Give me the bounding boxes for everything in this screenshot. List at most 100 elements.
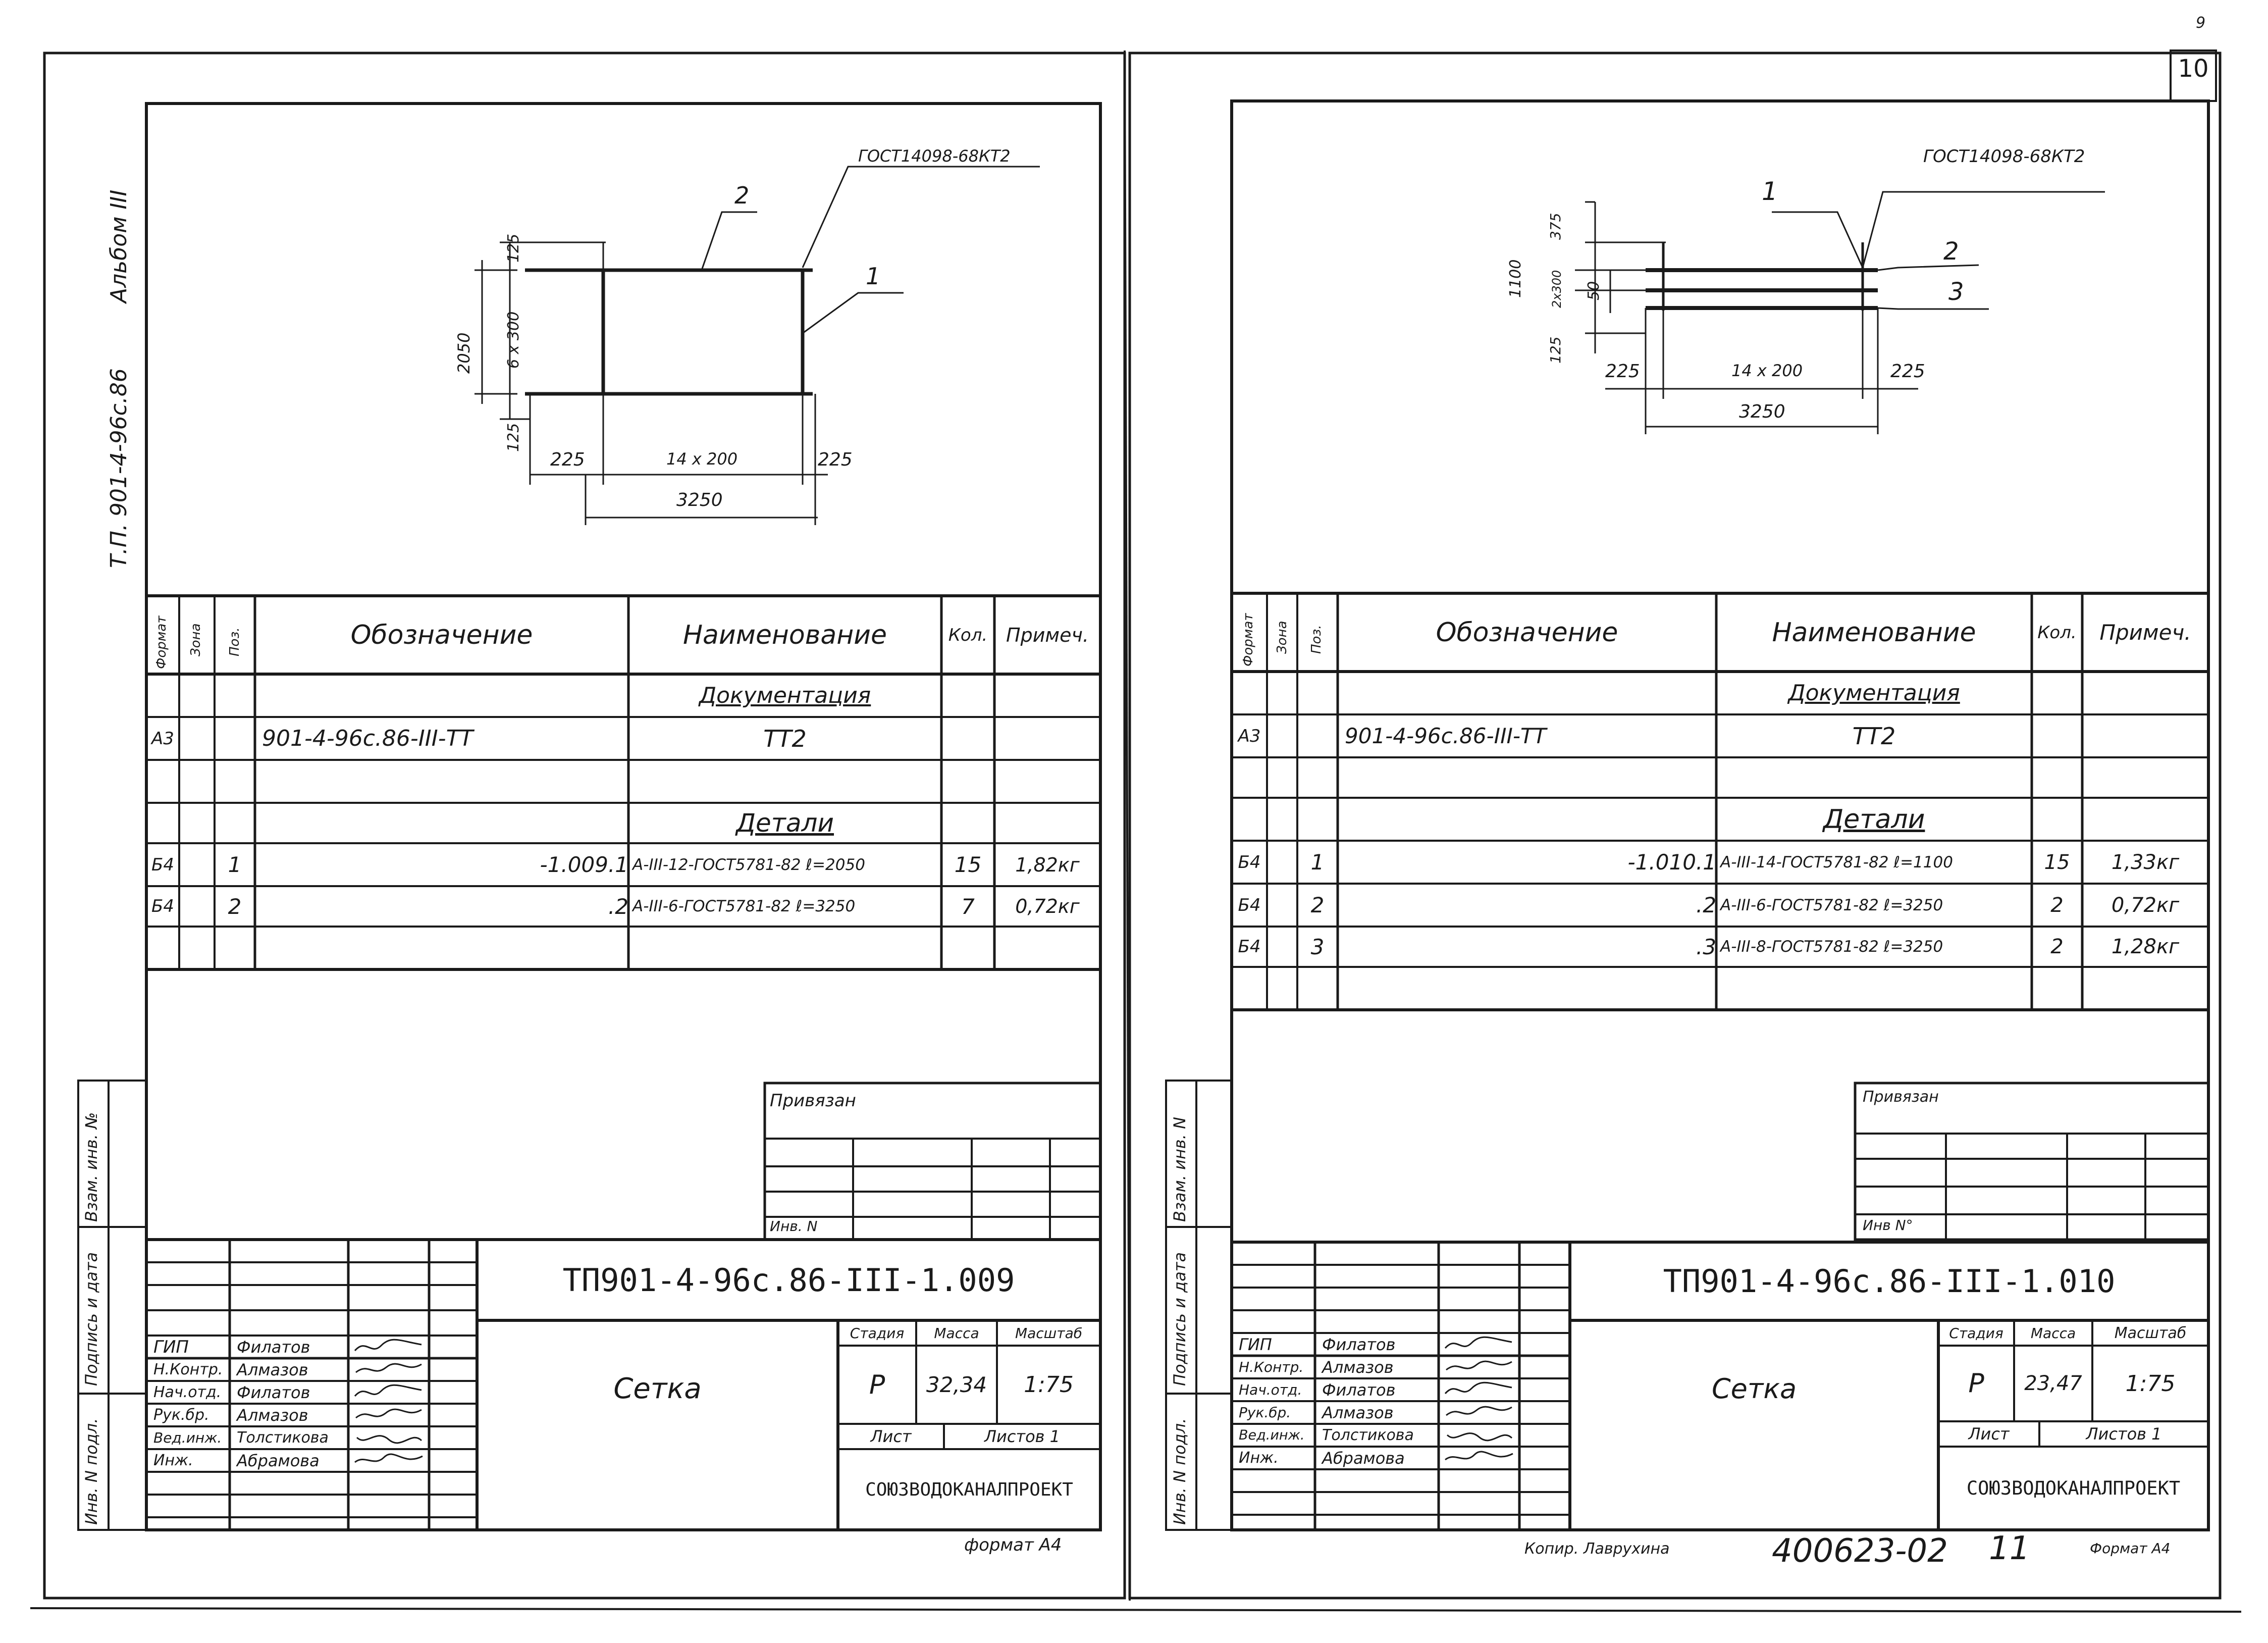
inventory-number: 400623-02 xyxy=(1772,1532,1948,1570)
left-dim-width-right: 225 xyxy=(818,449,853,470)
right-dim-width-right: 225 xyxy=(1890,361,1925,382)
right-side-label-3-text: Инв. N подл. xyxy=(1170,1418,1189,1525)
right-side-label-1: Взам. инв. N xyxy=(1170,1117,1189,1222)
right-pos-label-1: 1 xyxy=(1762,177,1778,206)
left-sheet-label: Лист xyxy=(870,1427,912,1446)
right-dim-height-total: 1100 xyxy=(1507,260,1524,298)
right-spec-row4-note: 1,33кг xyxy=(2111,850,2180,874)
left-dim-height-bottom-text: 125 xyxy=(505,423,522,452)
right-spec-row4-pos: 1 xyxy=(1310,850,1325,875)
right-header-format: Формат xyxy=(1241,613,1256,667)
right-spec-row6-pos: 3 xyxy=(1310,934,1325,959)
right-spec-section-docs: Документация xyxy=(1788,680,1960,706)
right-spec-row1-format: А3 xyxy=(1238,726,1261,746)
right-gost-callout: ГОСТ14098-68КТ2 xyxy=(1923,146,2085,167)
left-person-name-2: Алмазов xyxy=(237,1360,308,1379)
right-spec-row1-name: ТТ2 xyxy=(1852,722,1896,750)
right-signature-4 xyxy=(1446,1406,1512,1416)
right-person-name-4: Алмазов xyxy=(1322,1403,1394,1422)
left-title-block-grid xyxy=(146,1238,1100,1530)
right-spec-grid xyxy=(1232,592,2208,1011)
left-dim-height-bottom: 125 xyxy=(505,423,522,452)
right-title-code: ТП901-4-96с.86-III-1.010 xyxy=(1663,1263,2116,1300)
left-pos-label-2: 2 xyxy=(734,182,750,209)
left-person-name-4: Алмазов xyxy=(237,1405,308,1425)
corner-note: 9 xyxy=(2196,14,2206,32)
right-spec-row6-note: 1,28кг xyxy=(2111,935,2180,958)
left-spec-row4-designation: -1.009.1 xyxy=(540,852,628,877)
right-side-label-3: Инв. N подл. xyxy=(1170,1418,1189,1525)
left-person-role-4: Рук.бр. xyxy=(153,1406,209,1424)
right-signature-5 xyxy=(1446,1432,1513,1442)
right-signature-2 xyxy=(1446,1360,1512,1371)
album-label-text: Альбом III xyxy=(106,189,132,303)
right-dim-height-inner: 50 xyxy=(1585,281,1603,300)
left-sheets-label: Листов 1 xyxy=(984,1427,1061,1446)
left-side-label-2-text: Подпись и дата xyxy=(82,1252,101,1386)
left-spec-row5-note: 0,72кг xyxy=(1015,895,1080,917)
left-spec-row4-qty: 15 xyxy=(954,852,982,877)
right-dim-height-inner-text: 50 xyxy=(1585,281,1603,300)
right-dim-height-bottom: 125 xyxy=(1547,337,1564,364)
right-inv-no-label: Инв N° xyxy=(1863,1217,1913,1234)
left-pos-label-1: 1 xyxy=(866,263,881,290)
right-person-role-3: Нач.отд. xyxy=(1239,1381,1302,1398)
left-person-role-2: Н.Контр. xyxy=(153,1361,223,1378)
right-header-designation: Обозначение xyxy=(1436,617,1618,648)
left-header-qty: Кол. xyxy=(948,625,988,645)
left-org-name: СОЮЗВОДОКАНАЛПРОЕКТ xyxy=(865,1479,1073,1500)
right-dim-width-mid: 14 x 200 xyxy=(1731,361,1803,380)
left-privyazan-label: Привязан xyxy=(770,1091,856,1111)
right-mass-header: Масса xyxy=(2030,1324,2076,1342)
right-signature-3 xyxy=(1444,1381,1512,1395)
left-header-pos: Поз. xyxy=(227,627,242,656)
album-code: Т.П. 901-4-96с.86 xyxy=(106,368,132,568)
left-spec-row4-pos: 1 xyxy=(228,852,242,877)
left-spec-row1-format: А3 xyxy=(151,728,174,749)
left-stage-header: Стадия xyxy=(850,1324,905,1342)
right-sheets-label: Листов 1 xyxy=(2086,1424,2162,1444)
left-side-label-3: Инв. N подл. xyxy=(82,1418,101,1525)
left-header-format-text: Формат xyxy=(154,615,169,670)
right-spec-row1-designation: 901-4-96с.86-III-ТТ xyxy=(1345,724,1547,748)
right-header-name: Наименование xyxy=(1772,617,1976,648)
left-scale-header: Масштаб xyxy=(1015,1324,1083,1342)
right-spec-row6-name: А-III-8-ГОСТ5781-82 ℓ=3250 xyxy=(1720,938,1943,956)
left-spec-row4-note: 1,82кг xyxy=(1015,853,1080,876)
right-scale-header: Масштаб xyxy=(2114,1324,2187,1342)
left-header-zone: Зона xyxy=(188,623,203,656)
left-signature-4 xyxy=(355,1408,422,1419)
left-person-name-6: Абрамова xyxy=(237,1451,320,1470)
right-header-format-text: Формат xyxy=(1241,613,1256,667)
right-header-qty: Кол. xyxy=(2037,622,2077,643)
left-side-label-1: Взам. инв. № xyxy=(82,1112,101,1222)
right-spec-row6-designation: .3 xyxy=(1696,934,1716,959)
left-spec-row5-format: Б4 xyxy=(151,896,174,916)
left-signature-1 xyxy=(354,1339,422,1352)
left-title-code: ТП901-4-96с.86-III-1.009 xyxy=(562,1261,1015,1299)
right-spec-row5-qty: 2 xyxy=(2050,893,2064,917)
album-code-text: Т.П. 901-4-96с.86 xyxy=(106,368,132,568)
right-header-pos-text: Поз. xyxy=(1309,625,1324,654)
right-spec-row5-name: А-III-6-ГОСТ5781-82 ℓ=3250 xyxy=(1720,896,1943,914)
right-title-block-grid xyxy=(1232,1241,2208,1530)
right-sheet-label: Лист xyxy=(1968,1424,2010,1444)
right-header-zone-text: Зона xyxy=(1275,621,1290,654)
left-scale-value: 1:75 xyxy=(1024,1372,1074,1398)
right-dim-height-mid: 2x300 xyxy=(1550,270,1564,308)
right-person-role-6: Инж. xyxy=(1239,1449,1279,1467)
right-header-pos: Поз. xyxy=(1309,625,1324,654)
left-signature-6 xyxy=(354,1453,423,1463)
right-inner-frame xyxy=(1230,99,2210,1531)
right-person-role-2: Н.Контр. xyxy=(1239,1359,1304,1375)
right-spec-row4-qty: 15 xyxy=(2044,850,2070,874)
right-person-role-1: ГИП xyxy=(1239,1334,1272,1354)
right-side-label-2-text: Подпись и дата xyxy=(1170,1252,1189,1386)
left-person-role-6: Инж. xyxy=(153,1452,193,1469)
right-header-zone: Зона xyxy=(1275,621,1290,654)
right-person-name-1: Филатов xyxy=(1322,1334,1396,1354)
right-pos-label-2: 2 xyxy=(1943,237,1959,266)
left-dim-width-left: 225 xyxy=(550,449,585,470)
